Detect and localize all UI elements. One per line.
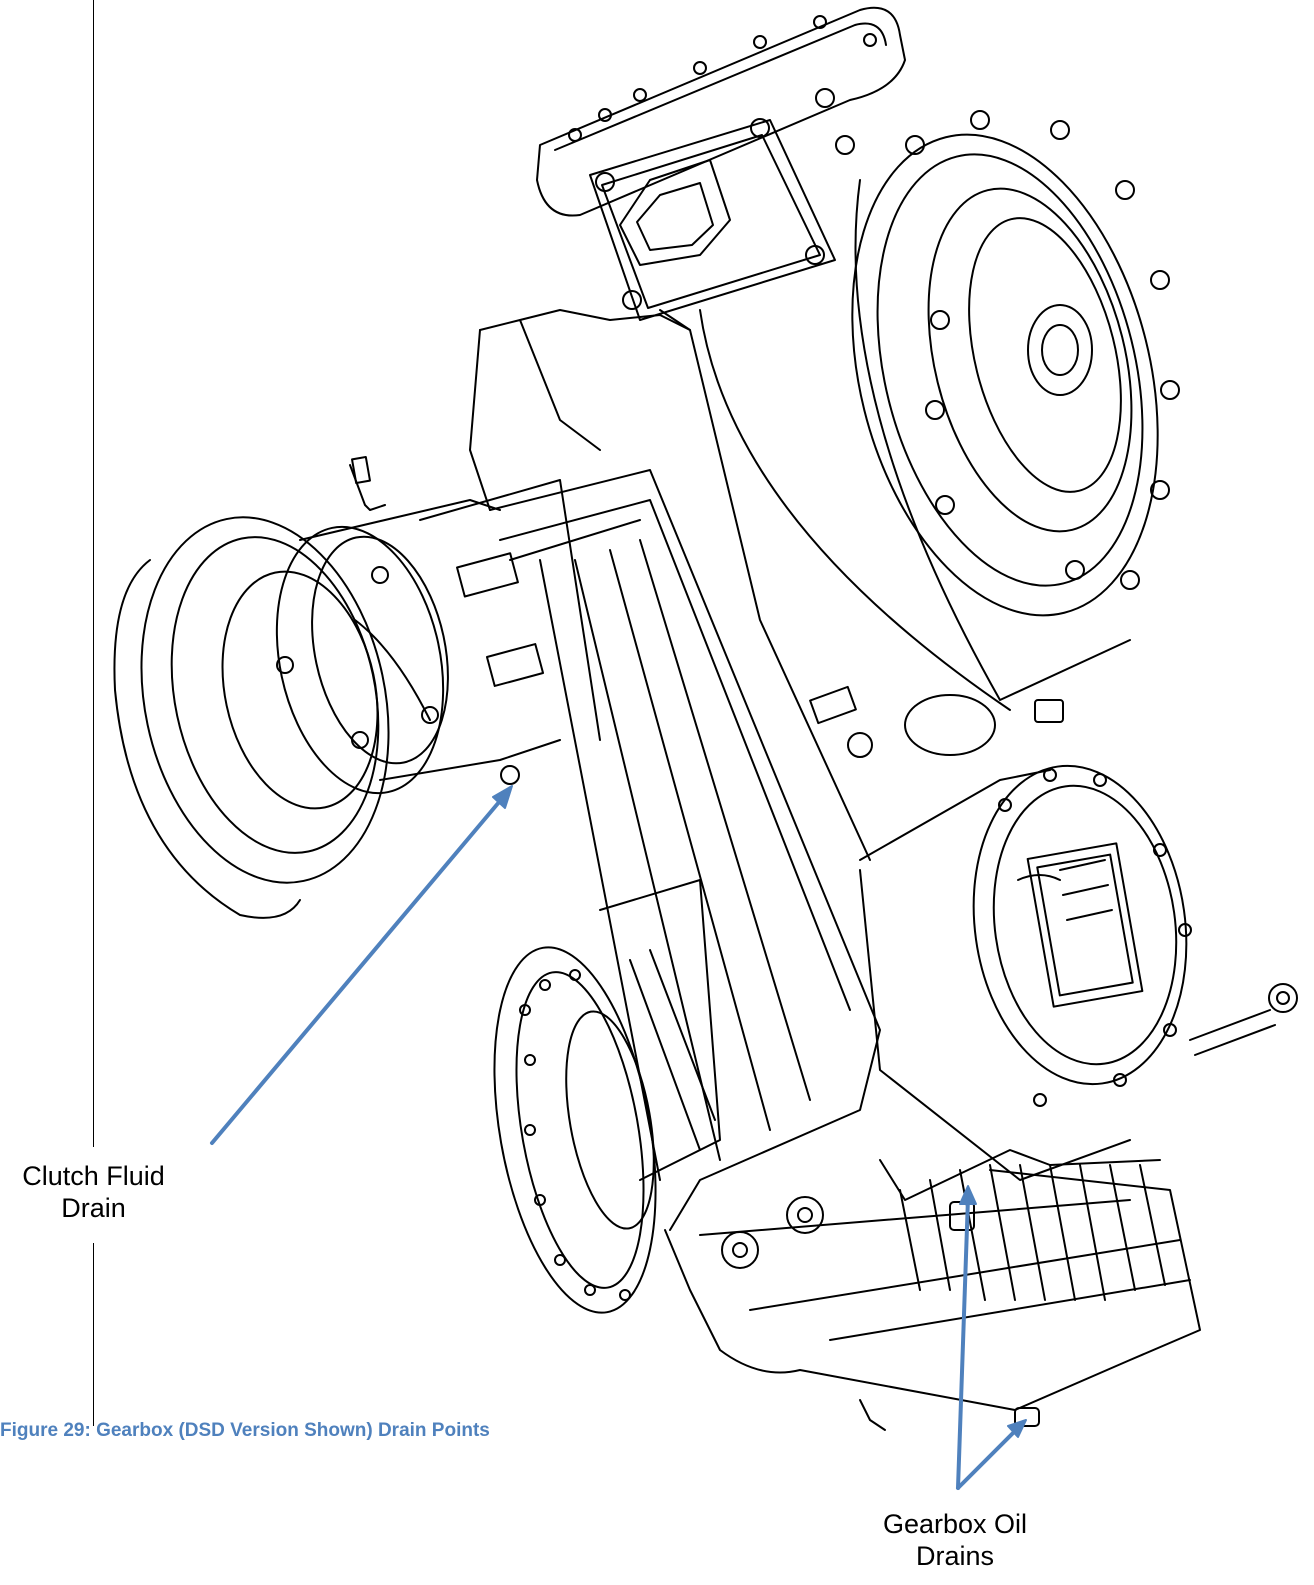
callout-gearbox-oil-drains: Gearbox Oil Drains bbox=[835, 1508, 1075, 1572]
valve-block bbox=[589, 88, 855, 321]
callout-gearbox-line2: Drains bbox=[915, 1541, 995, 1571]
gearbox-drain-arrow-2 bbox=[956, 1426, 1020, 1490]
gearbox-drain-arrow-1 bbox=[956, 1196, 970, 1490]
side-cover bbox=[859, 699, 1298, 1181]
callout-arrows bbox=[210, 785, 1027, 1490]
callout-clutch-fluid-drain: Clutch Fluid Drain bbox=[0, 1160, 187, 1224]
lower-flange bbox=[493, 879, 721, 1314]
margin-rule-top bbox=[93, 0, 94, 1147]
callout-clutch-line2: Drain bbox=[61, 1193, 126, 1223]
clutch-drain-arrow bbox=[210, 793, 507, 1145]
top-flange bbox=[536, 6, 906, 217]
callout-clutch-line1: Clutch Fluid bbox=[22, 1161, 165, 1191]
gearbox-body bbox=[469, 309, 996, 1231]
figure-caption: Figure 29: Gearbox (DSD Version Shown) D… bbox=[0, 1420, 490, 1441]
callout-gearbox-line1: Gearbox Oil bbox=[882, 1509, 1028, 1539]
margin-rule-bottom bbox=[93, 1243, 94, 1426]
clutch-assembly bbox=[113, 455, 601, 919]
lower-housing bbox=[664, 1149, 1201, 1431]
pump-housing bbox=[699, 110, 1180, 711]
